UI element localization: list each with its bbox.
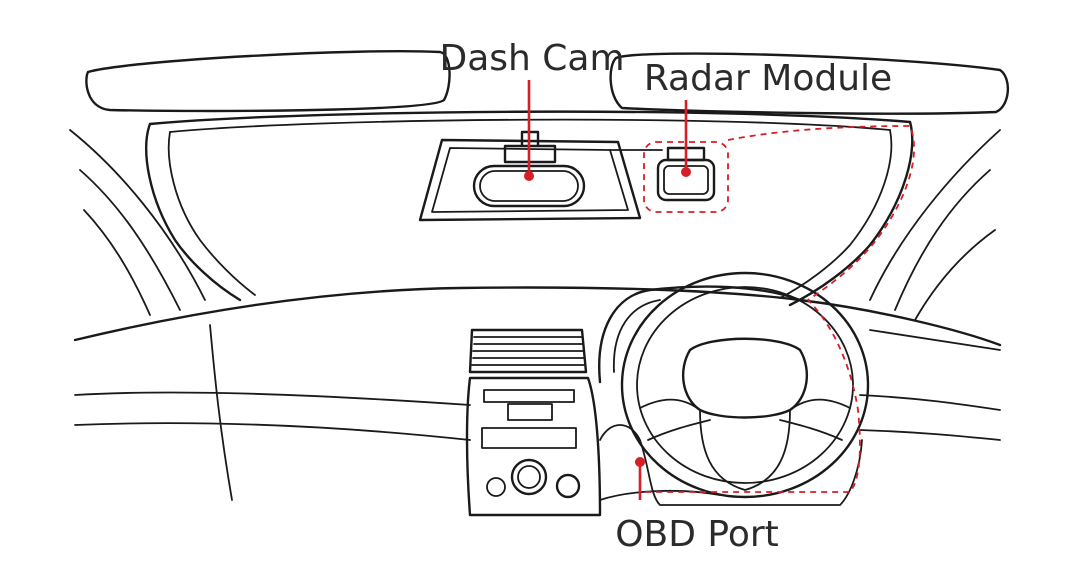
wiring-route: [640, 125, 915, 493]
console-radio: [481, 389, 577, 449]
dashboard-top: [73, 286, 1002, 347]
console-knob-right: [555, 473, 581, 499]
steering-wheel-inner: [636, 286, 854, 484]
windshield-top-inner: [169, 118, 891, 133]
steering-wheel-outer: [620, 271, 870, 499]
mirror-housing: [418, 138, 642, 222]
obd-port-label: OBD Port: [615, 514, 779, 555]
lower-dash: [599, 424, 863, 506]
steering-column: [699, 409, 791, 491]
steering-wheel-spoke-left: [639, 398, 711, 441]
door-frame-left: [69, 129, 206, 316]
console-knob-large: [510, 458, 548, 496]
instrument-binnacle: [598, 285, 802, 384]
mirror-glass: [431, 147, 629, 213]
console-knob-large-inner: [517, 465, 541, 489]
dash-cam-label: Dash Cam: [439, 38, 624, 79]
door-frame-right: [869, 129, 1001, 321]
instrument-binnacle-inner: [613, 299, 661, 373]
radar-module-highlight: [643, 141, 729, 213]
obd-port-marker: [635, 457, 645, 467]
console-knob-left: [486, 477, 506, 497]
center-console: [465, 376, 602, 517]
radar-module-label: Radar Module: [644, 58, 892, 99]
a-pillar-right: [788, 120, 914, 307]
sun-visor-right: [609, 52, 1009, 115]
sun-visor-left: [85, 50, 451, 113]
steering-wheel-spoke-right: [779, 398, 851, 441]
center-vent: [468, 328, 588, 374]
dash-cam-marker: [524, 171, 534, 181]
center-vent-slats: [471, 336, 586, 366]
radar-module-marker: [681, 167, 691, 177]
steering-wheel-hub: [682, 337, 808, 419]
a-pillar-left: [144, 122, 242, 302]
windshield-top: [148, 110, 912, 126]
dashboard-edge: [74, 324, 471, 501]
dashboard-right-edge: [859, 329, 1001, 441]
a-pillar-left-inner: [167, 131, 256, 296]
a-pillar-right-inner: [779, 129, 893, 299]
dash-cam-mount: [503, 130, 557, 164]
